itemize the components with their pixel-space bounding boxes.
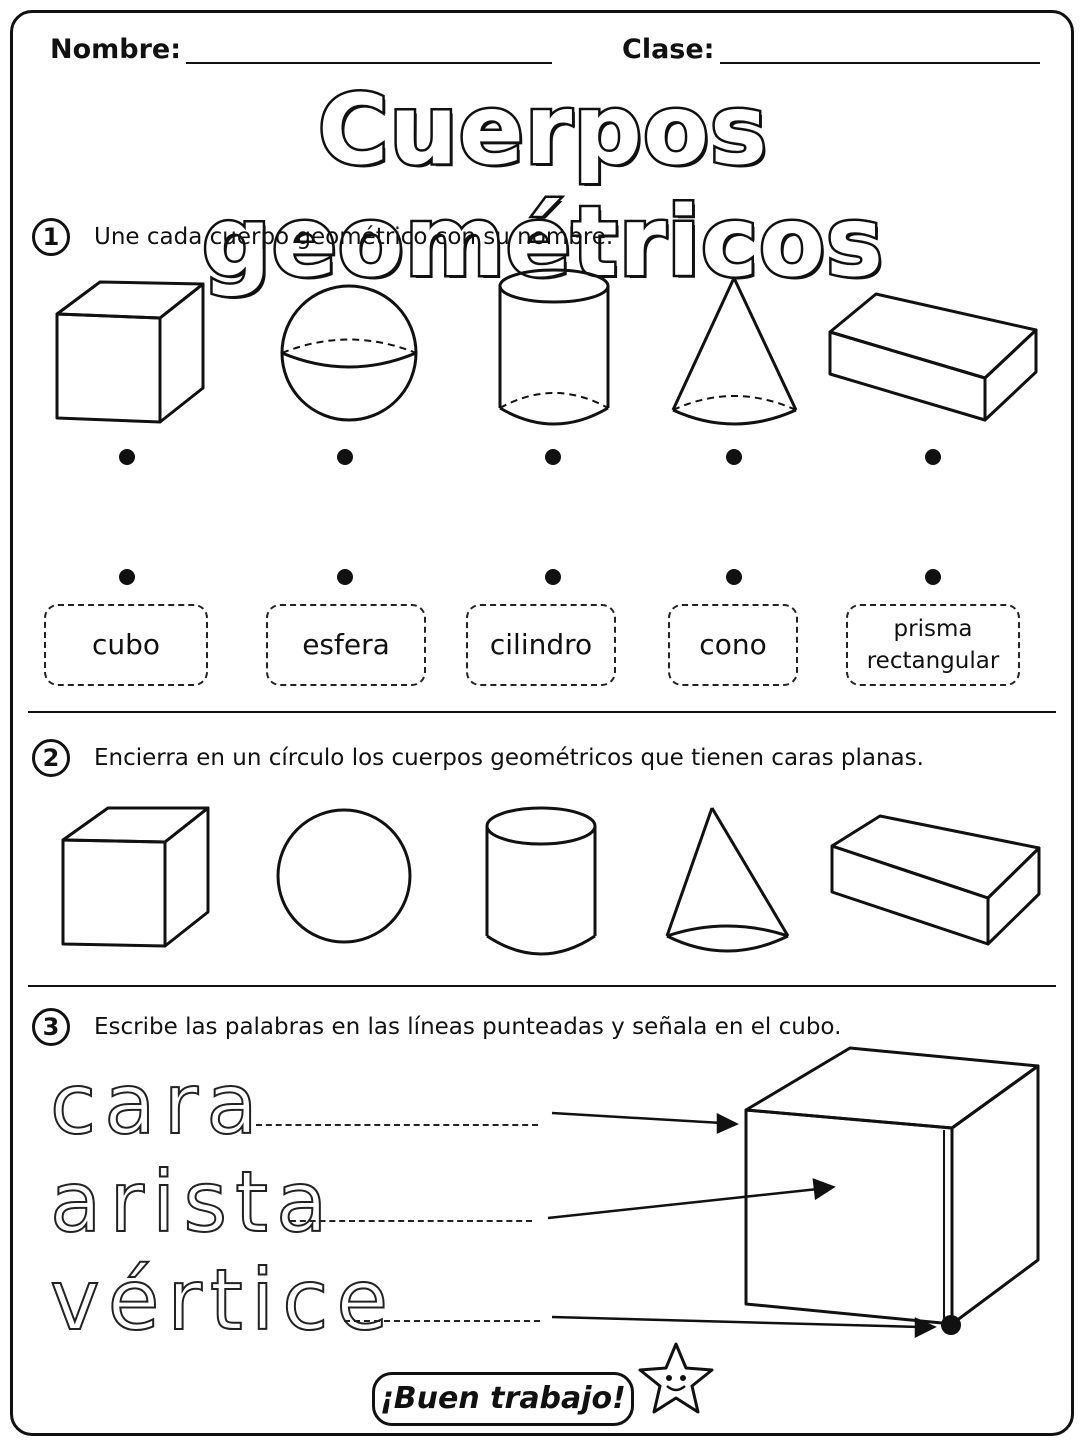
separator-1 xyxy=(28,711,1056,713)
match-dot-top-1[interactable] xyxy=(119,449,135,465)
cylinder-icon xyxy=(498,268,610,426)
cone-icon xyxy=(671,277,798,426)
label-line-2: rectangular xyxy=(866,648,1000,674)
label-box-esfera: esfera xyxy=(266,604,426,686)
write-line-cara[interactable] xyxy=(256,1124,538,1126)
match-dot-top-4[interactable] xyxy=(726,449,742,465)
match-dot-top-5[interactable] xyxy=(925,449,941,465)
page-title: Cuerpos geométricos xyxy=(199,72,885,301)
match-dot-bottom-1[interactable] xyxy=(119,569,135,585)
write-line-vertice[interactable] xyxy=(344,1320,540,1322)
arrow-cara xyxy=(551,1111,723,1125)
section-1-number: 1 xyxy=(32,218,70,256)
label-box-cono: cono xyxy=(668,604,798,686)
name-line[interactable] xyxy=(186,62,552,64)
trace-word-arista: arista xyxy=(49,1153,336,1251)
section-2-number: 2 xyxy=(32,739,70,777)
vertex-dot xyxy=(941,1315,961,1335)
class-line[interactable] xyxy=(720,62,1040,64)
class-label: Clase: xyxy=(622,34,715,65)
separator-2 xyxy=(28,985,1056,987)
cube-side-face xyxy=(950,1064,1040,1326)
section-2-shapes xyxy=(61,806,1041,956)
arrow-arista xyxy=(547,1187,819,1220)
cube-icon xyxy=(61,806,210,948)
labeled-cube-diagram xyxy=(547,1046,1040,1339)
trace-word-cara: cara xyxy=(49,1055,266,1153)
match-dot-bottom-5[interactable] xyxy=(925,569,941,585)
section-1-instruction: Une cada cuerpo geométrico con su nombre… xyxy=(94,224,614,250)
label-box-cilindro: cilindro xyxy=(466,604,616,686)
circle-icon xyxy=(276,808,412,944)
section-3-instruction: Escribe las palabras en las líneas punte… xyxy=(94,1014,842,1040)
write-line-arista[interactable] xyxy=(290,1220,532,1222)
rectangular-prism-icon xyxy=(830,814,1041,946)
match-dot-top-2[interactable] xyxy=(337,449,353,465)
name-label: Nombre: xyxy=(50,34,182,65)
section-3-number: 3 xyxy=(32,1008,70,1046)
match-dot-bottom-4[interactable] xyxy=(726,569,742,585)
worksheet-frame xyxy=(10,10,1074,1436)
match-dot-bottom-3[interactable] xyxy=(545,569,561,585)
cube-front-face xyxy=(744,1108,954,1326)
cylinder-icon xyxy=(485,806,597,956)
section-1-shapes xyxy=(55,268,1038,426)
label-box-prisma-rectangular: prisma rectangular xyxy=(846,604,1020,686)
star-icon xyxy=(638,1342,714,1414)
cube-top-face xyxy=(744,1046,1040,1130)
trace-word-vertice: vértice xyxy=(49,1251,397,1349)
sphere-icon xyxy=(280,284,418,422)
label-line-1: prisma xyxy=(893,616,973,642)
label-box-cubo: cubo xyxy=(44,604,208,686)
good-job-badge: ¡Buen trabajo! xyxy=(372,1372,634,1426)
cone-icon xyxy=(665,807,790,953)
match-dot-bottom-2[interactable] xyxy=(337,569,353,585)
cube-icon xyxy=(55,280,205,424)
rectangular-prism-icon xyxy=(828,292,1038,422)
match-dot-top-3[interactable] xyxy=(545,449,561,465)
section-2-instruction: Encierra en un círculo los cuerpos geomé… xyxy=(94,745,924,771)
arrow-vertice xyxy=(551,1315,921,1329)
